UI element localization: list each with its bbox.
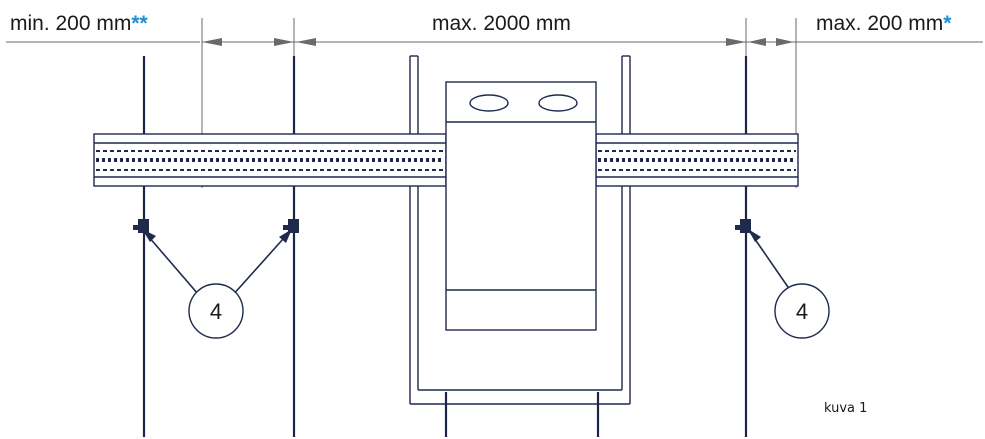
dimension-middle-text: max. 2000 mm (432, 12, 571, 35)
knockout-hole-left (469, 94, 509, 112)
cable-tray-right (595, 133, 799, 187)
dimension-left-text: min. 200 mm (10, 12, 131, 35)
callout-left: 4 (188, 283, 244, 339)
cable-tray (93, 133, 799, 187)
figure-caption: kuva 1 (824, 401, 867, 416)
frame-column (409, 55, 631, 405)
callout-right-label: 4 (796, 299, 808, 324)
knockout-hole-right (538, 94, 578, 112)
callout-right: 4 (774, 283, 830, 339)
dimension-right-text: max. 200 mm (816, 12, 943, 35)
threaded-rods (142, 56, 748, 437)
dimension-right-marker: * (943, 12, 952, 35)
central-unit (445, 81, 597, 331)
cable-tray-left (93, 133, 447, 187)
dimension-label-right: max. 200 mm* (816, 12, 952, 35)
dimension-left-marker: ** (131, 12, 148, 35)
rod-clamps (133, 219, 751, 233)
dimension-label-middle: max. 2000 mm (432, 12, 571, 35)
callout-left-label: 4 (210, 299, 222, 324)
callout-leaders (141, 228, 791, 297)
dimension-label-left: min. 200 mm** (10, 12, 149, 35)
